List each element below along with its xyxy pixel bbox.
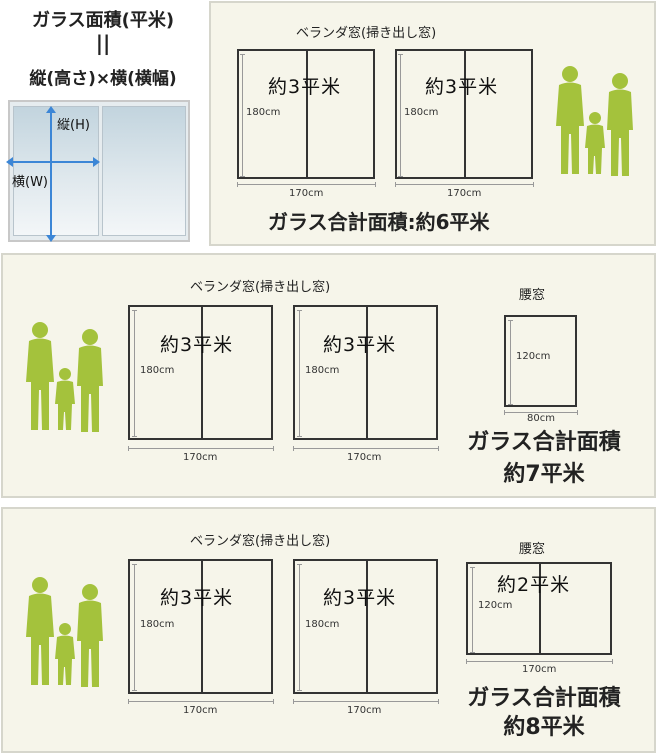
dimension-tick bbox=[240, 176, 245, 177]
dimension-tick bbox=[470, 652, 475, 653]
height-dimension: 120cm bbox=[478, 600, 513, 611]
window-area: 約3平米 bbox=[160, 587, 234, 609]
width-arrow bbox=[10, 161, 96, 163]
formula-title: ガラス面積(平米) bbox=[31, 10, 175, 31]
formula-expression: 縦(高さ)×横(横幅) bbox=[29, 69, 177, 89]
height-dimension: 180cm bbox=[305, 619, 340, 630]
waist-window-label: 腰窓 bbox=[519, 542, 546, 557]
height-dimension: 180cm bbox=[246, 107, 281, 118]
family-silhouette-icon bbox=[26, 577, 103, 687]
dimension-tick bbox=[293, 699, 294, 704]
dimension-tick bbox=[297, 690, 302, 691]
width-dimension: 170cm bbox=[183, 705, 218, 716]
dimension-tick bbox=[132, 310, 137, 311]
total-glass-area-title: ガラス合計面積 bbox=[467, 686, 621, 711]
veranda-window-1 bbox=[128, 305, 273, 440]
dimension-tick bbox=[128, 699, 129, 704]
dimension-tick bbox=[297, 436, 302, 437]
dimension-tick bbox=[128, 446, 129, 451]
width-dimension: 170cm bbox=[183, 452, 218, 463]
dimension-tick bbox=[508, 404, 513, 405]
window-area: 約3平米 bbox=[323, 587, 397, 609]
width-dimension: 170cm bbox=[289, 188, 324, 199]
dimension-tick bbox=[466, 659, 467, 664]
width-dimension: 170cm bbox=[447, 188, 482, 199]
family-silhouette-icon bbox=[556, 66, 633, 176]
waist-window bbox=[466, 562, 612, 655]
arrow-left-icon bbox=[6, 157, 13, 167]
height-arrow bbox=[50, 110, 52, 238]
window-area: 約3平米 bbox=[268, 76, 342, 98]
height-dimension: 180cm bbox=[305, 365, 340, 376]
dimension-tick bbox=[293, 446, 294, 451]
sample-pane-left bbox=[13, 106, 99, 236]
family-silhouette-icon bbox=[26, 322, 103, 432]
equals-mark: || bbox=[95, 31, 111, 55]
window-area: 約2平米 bbox=[497, 574, 571, 596]
width-dimension: 80cm bbox=[527, 413, 555, 424]
dimension-tick bbox=[508, 320, 513, 321]
sample-pane-right bbox=[102, 106, 186, 236]
dimension-tick bbox=[237, 182, 238, 187]
dimension-tick bbox=[398, 176, 403, 177]
window-area: 約3平米 bbox=[323, 334, 397, 356]
dimension-tick bbox=[297, 310, 302, 311]
sample-window-image bbox=[8, 100, 190, 242]
height-dimension: 180cm bbox=[404, 107, 439, 118]
dimension-tick bbox=[297, 564, 302, 565]
width-dimension: 170cm bbox=[347, 452, 382, 463]
width-label: 横(W) bbox=[12, 175, 48, 190]
width-dimension: 170cm bbox=[522, 664, 557, 675]
total-glass-area: ガラス合計面積:約6平米 bbox=[268, 210, 490, 234]
veranda-window-2 bbox=[293, 559, 438, 694]
dimension-tick bbox=[533, 182, 534, 187]
dimension-tick bbox=[132, 436, 137, 437]
dimension-tick bbox=[395, 182, 396, 187]
veranda-window-2 bbox=[293, 305, 438, 440]
height-dimension: 120cm bbox=[516, 351, 551, 362]
dimension-tick bbox=[612, 659, 613, 664]
dimension-tick bbox=[470, 567, 475, 568]
total-glass-area-title: ガラス合計面積 bbox=[467, 430, 621, 455]
dimension-tick bbox=[438, 446, 439, 451]
veranda-window-label: ベランダ窓(掃き出し窓) bbox=[190, 280, 331, 295]
dimension-tick bbox=[132, 690, 137, 691]
height-dimension: 180cm bbox=[140, 365, 175, 376]
dimension-tick bbox=[438, 699, 439, 704]
height-label: 縦(H) bbox=[57, 118, 90, 133]
arrow-right-icon bbox=[93, 157, 100, 167]
veranda-window-label: ベランダ窓(掃き出し窓) bbox=[296, 26, 437, 41]
arrow-up-icon bbox=[46, 106, 56, 113]
dimension-tick bbox=[504, 410, 505, 415]
dimension-tick bbox=[577, 410, 578, 415]
width-dimension: 170cm bbox=[347, 705, 382, 716]
waist-window bbox=[504, 315, 577, 407]
height-dimension: 180cm bbox=[140, 619, 175, 630]
total-glass-area-value: 約8平米 bbox=[503, 715, 585, 740]
veranda-window-1 bbox=[128, 559, 273, 694]
dimension-tick bbox=[240, 54, 245, 55]
dimension-tick bbox=[375, 182, 376, 187]
dimension-tick bbox=[273, 699, 274, 704]
arrow-down-icon bbox=[46, 235, 56, 242]
window-area: 約3平米 bbox=[160, 334, 234, 356]
dimension-tick bbox=[398, 54, 403, 55]
window-area: 約3平米 bbox=[425, 76, 499, 98]
dimension-tick bbox=[273, 446, 274, 451]
veranda-window-label: ベランダ窓(掃き出し窓) bbox=[190, 534, 331, 549]
dimension-tick bbox=[132, 564, 137, 565]
total-glass-area-value: 約7平米 bbox=[503, 462, 585, 487]
veranda-window-2 bbox=[395, 49, 533, 179]
waist-window-label: 腰窓 bbox=[519, 288, 546, 303]
veranda-window-1 bbox=[237, 49, 375, 179]
